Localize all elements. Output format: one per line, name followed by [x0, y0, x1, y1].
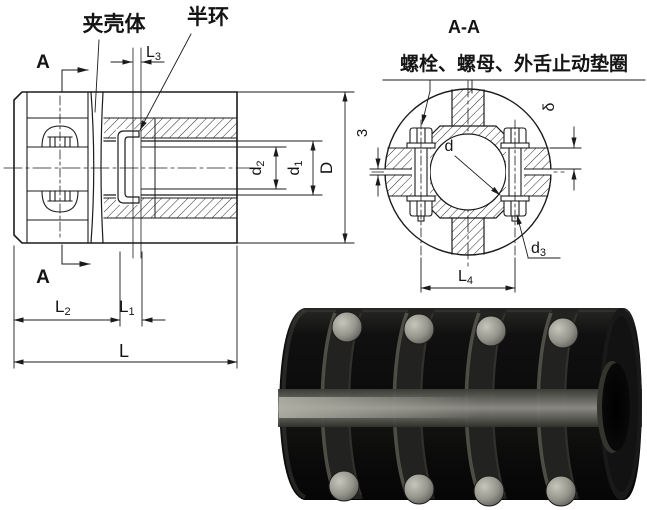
half-ring-label: 半环	[187, 5, 229, 29]
joint-band-right	[100, 91, 104, 244]
photo-bolts	[328, 311, 579, 507]
dim-d3: d3	[531, 240, 546, 259]
coupling-body-outline	[13, 91, 238, 244]
dim-d1: d1	[286, 160, 305, 175]
dim-delta: δ	[541, 102, 558, 111]
clamp-block-lines	[26, 117, 89, 221]
half-ring-slot-clear	[116, 129, 141, 205]
photo-bolt	[403, 313, 435, 345]
photo-bolt	[328, 470, 360, 502]
dim-L4: L4	[458, 268, 473, 287]
dim-d: d	[445, 138, 454, 155]
dim-D: D	[317, 162, 336, 174]
dim-L3: L3	[146, 44, 161, 63]
photo-parting-band-core	[279, 397, 479, 418]
dim-d2: d2	[248, 160, 267, 175]
section-letter-bottom: A	[36, 267, 50, 288]
main-view-labels: 夹壳体 半环 A A L3 L2 L1 L d2 d1 D	[36, 5, 336, 361]
section-letter-top: A	[36, 52, 50, 73]
photo-bolt	[403, 473, 435, 505]
aa-bolt-left	[406, 119, 436, 293]
section-view-AA	[369, 79, 646, 293]
aa-punches	[384, 134, 553, 210]
clamp-shell-label: 夹壳体	[83, 12, 147, 36]
main-view	[3, 33, 355, 369]
aa-bolt-clear-right	[506, 147, 524, 197]
dim-L: L	[119, 341, 129, 361]
callout-leader-bolt	[421, 90, 431, 125]
joint-band-left	[90, 91, 95, 244]
section-arrow-bottom	[61, 244, 91, 267]
extension-lines	[13, 91, 355, 369]
dim-gap3: 3	[354, 129, 371, 137]
aa-title: A-A	[448, 17, 480, 37]
aa-dimension-lines	[369, 126, 582, 291]
aa-bolt-clear-left	[412, 147, 430, 197]
photo-bolt	[475, 315, 507, 347]
section-arrow-top	[61, 67, 89, 92]
photo-bolt	[331, 311, 363, 343]
product-photo	[278, 308, 642, 507]
photo-bolt	[547, 317, 579, 349]
photo-bolt	[545, 475, 577, 507]
clamp-shell-leader	[94, 39, 100, 113]
photo-bolt	[473, 475, 505, 507]
dim-L1: L1	[119, 297, 135, 318]
aa-bolt-right	[500, 119, 530, 293]
half-ring-section	[117, 130, 140, 204]
dim-L2: L2	[55, 297, 71, 318]
photo-bore-hole	[602, 363, 630, 451]
dimension-lines	[13, 59, 348, 365]
aa-callout: 螺栓、螺母、外舌止动垫圈	[400, 52, 628, 75]
half-ring-leader	[139, 33, 192, 131]
section-view-labels: A-A 螺栓、螺母、外舌止动垫圈 3 δ d d3 L4	[354, 17, 628, 287]
